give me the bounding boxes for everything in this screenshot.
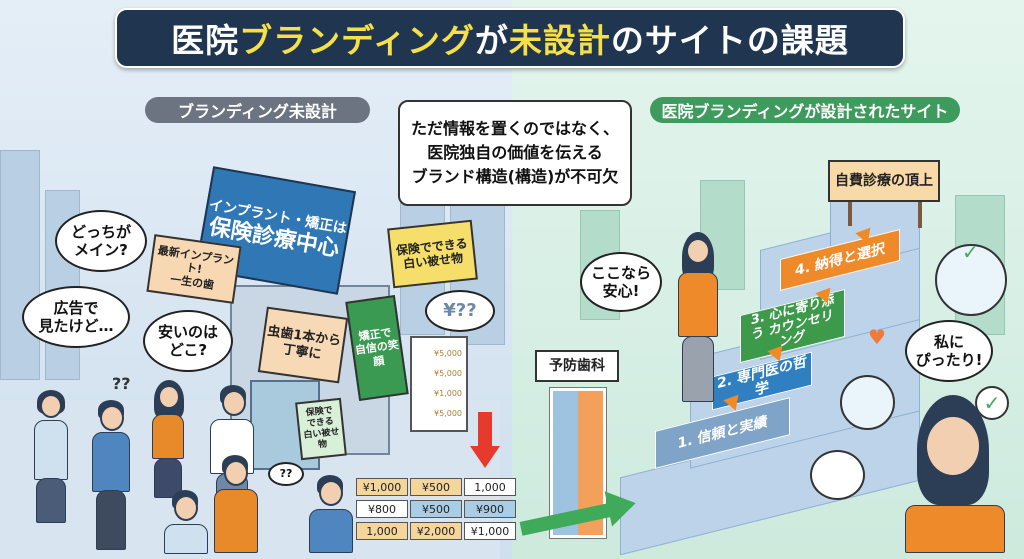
thought-bubble-ad: 広告で 見たけど… xyxy=(22,286,130,348)
price-tag: 1,000 xyxy=(356,522,408,540)
price-tag: ¥500 xyxy=(410,478,462,496)
price-tag: ¥900 xyxy=(464,500,516,518)
cavity-sign: 虫歯1本から 丁寧に xyxy=(257,306,349,384)
down-arrow-icon xyxy=(470,446,500,468)
bubble-line: ここなら xyxy=(590,264,651,282)
small-insurance-sign: 保険で できる 白い被せ物 xyxy=(295,397,347,461)
person-woman-bag xyxy=(30,390,70,530)
price-tag: ¥1,000 xyxy=(464,522,516,540)
building xyxy=(0,150,40,380)
bubble-line: どっちが xyxy=(70,223,131,241)
person-woman-smiling xyxy=(905,395,1005,555)
speech-bubble-which: どっちが メイン? xyxy=(55,210,147,272)
bubble-line: 見たけど… xyxy=(38,317,114,335)
title-part: のサイトの課題 xyxy=(610,21,849,60)
person-orange-jacket xyxy=(210,455,260,555)
bubble-line: どこ? xyxy=(168,341,208,359)
price-tag: ¥1,000 xyxy=(356,478,408,496)
bubble-line: メイン? xyxy=(74,241,128,259)
person-woman-orange xyxy=(148,380,188,500)
sign-post xyxy=(848,200,852,226)
callout-line: ブランド構造(構造)が不可欠 xyxy=(411,167,619,186)
check-circle-icon: ✓ xyxy=(975,386,1009,420)
check-icon: ✓ xyxy=(962,240,979,264)
right-section-label: 医院ブランディングが設計されたサイト xyxy=(650,97,960,123)
summit-sign: 自費診療の頂上 xyxy=(828,160,940,202)
question-marks: ?? xyxy=(112,374,131,393)
thought-bubble-price: ¥?? xyxy=(425,290,495,332)
certificate-avatar xyxy=(810,450,865,500)
left-section-label: ブランディング未設計 xyxy=(145,97,370,123)
sign-line: 白い被せ物 xyxy=(303,427,340,451)
bubble-line: ぴったり! xyxy=(915,351,983,369)
price-list: ¥5,000 ¥5,000 ¥1,000 ¥5,000 xyxy=(410,336,468,432)
doctor-avatar xyxy=(840,375,895,430)
insurance-sign: 保険でできる 白い被せ物 xyxy=(387,219,478,289)
confused-bubble: ?? xyxy=(268,462,304,486)
callout-line: ただ情報を置くのではなく、 xyxy=(410,119,619,138)
sign-line: 自信の笑顔 xyxy=(354,338,400,369)
person-woman-climbing xyxy=(668,232,728,407)
speech-bubble-relief: ここなら 安心! xyxy=(580,252,662,312)
speech-bubble-perfect: 私に ぴったり! xyxy=(905,320,993,382)
bubble-line: 広告で xyxy=(53,299,99,317)
entrance-sign: 予防歯科 xyxy=(535,350,619,382)
price-item: ¥1,000 xyxy=(434,389,462,398)
down-arrow-shaft xyxy=(478,412,492,448)
callout-line: 医院独自の価値を伝える xyxy=(427,143,603,162)
bubble-line: 安心! xyxy=(602,282,640,300)
title-part-highlight: 未設計 xyxy=(508,21,611,60)
price-tag: 1,000 xyxy=(464,478,516,496)
consultation-avatar xyxy=(935,244,1007,316)
title-part-highlight: ブランディング xyxy=(239,21,475,60)
sign-post xyxy=(918,200,922,228)
title-part: 医院 xyxy=(171,21,240,60)
implant-sign: 最新インプラント! 一生の歯 xyxy=(146,234,242,304)
title-part: が xyxy=(474,21,509,60)
person-man-phone xyxy=(88,400,133,550)
page-title: 医院 ブランディング が 未設計 のサイトの課題 xyxy=(115,8,905,68)
speech-bubble-cheap: 安いのは どこ? xyxy=(143,310,233,372)
price-item: ¥5,000 xyxy=(434,409,462,418)
price-item: ¥5,000 xyxy=(434,369,462,378)
person-foreground xyxy=(160,490,210,556)
price-tag: ¥500 xyxy=(410,500,462,518)
bubble-line: 安いのは xyxy=(157,323,218,341)
person-man-blue xyxy=(305,475,355,555)
price-tag: ¥800 xyxy=(356,500,408,518)
bubble-line: 私に xyxy=(933,333,964,351)
center-callout: ただ情報を置くのではなく、 医院独自の価値を伝える ブランド構造(構造)が不可欠 xyxy=(398,100,632,206)
heart-icon: ♥ xyxy=(868,325,886,349)
price-tag: ¥2,000 xyxy=(410,522,462,540)
price-item: ¥5,000 xyxy=(434,349,462,358)
